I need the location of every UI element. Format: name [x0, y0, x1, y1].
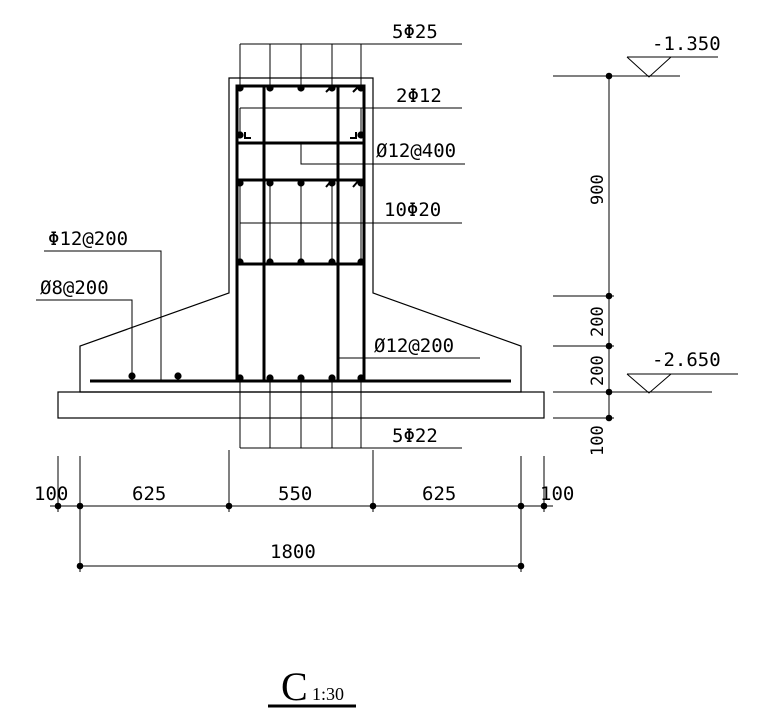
dim-100: 100: [588, 425, 608, 456]
label-side-bars: 2Φ12: [396, 85, 442, 107]
section-title-scale: 1:30: [312, 684, 344, 704]
leader-lines: [36, 43, 480, 449]
label-tie-upper: Ø12@400: [376, 140, 456, 162]
dim-left-625: 625: [132, 483, 166, 505]
elevation-bottom: -2.650: [652, 349, 721, 371]
label-tie-lower: Ø12@200: [374, 335, 454, 357]
dim-900: 900: [588, 174, 608, 205]
dim-right-100: 100: [540, 483, 574, 505]
label-top-bars: 5Φ25: [392, 21, 438, 43]
section-title-letter: C: [281, 664, 308, 709]
label-middle-bars: 10Φ20: [384, 199, 441, 221]
dim-200b: 200: [588, 355, 608, 386]
elevation-top: -1.350: [652, 33, 721, 55]
vertical-dimensions: [553, 56, 738, 419]
dim-total-1800: 1800: [270, 541, 316, 563]
dim-200a: 200: [588, 306, 608, 337]
vertical-dim-ticks: [605, 72, 613, 422]
label-footing-bar-top: Φ12@200: [48, 228, 128, 250]
horizontal-dimensions: [50, 450, 553, 572]
dim-left-100: 100: [34, 483, 68, 505]
dim-center-550: 550: [278, 483, 312, 505]
label-footing-bar-dist: Ø8@200: [40, 277, 109, 299]
label-bottom-bars: 5Φ22: [392, 425, 438, 447]
dim-right-625: 625: [422, 483, 456, 505]
rebar-dots: [128, 84, 365, 382]
horizontal-dim-ticks: [54, 502, 548, 570]
